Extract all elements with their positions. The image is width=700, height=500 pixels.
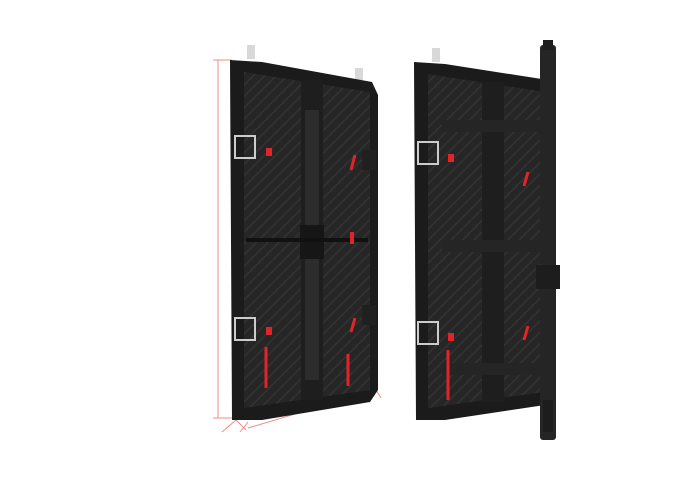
lock-handle-icon	[417, 141, 530, 400]
led-panel-with-rigging-bar	[414, 40, 560, 440]
lock-handle-icon	[234, 135, 376, 388]
led-panel-back-view	[230, 45, 378, 420]
rigging-bars	[442, 40, 560, 440]
